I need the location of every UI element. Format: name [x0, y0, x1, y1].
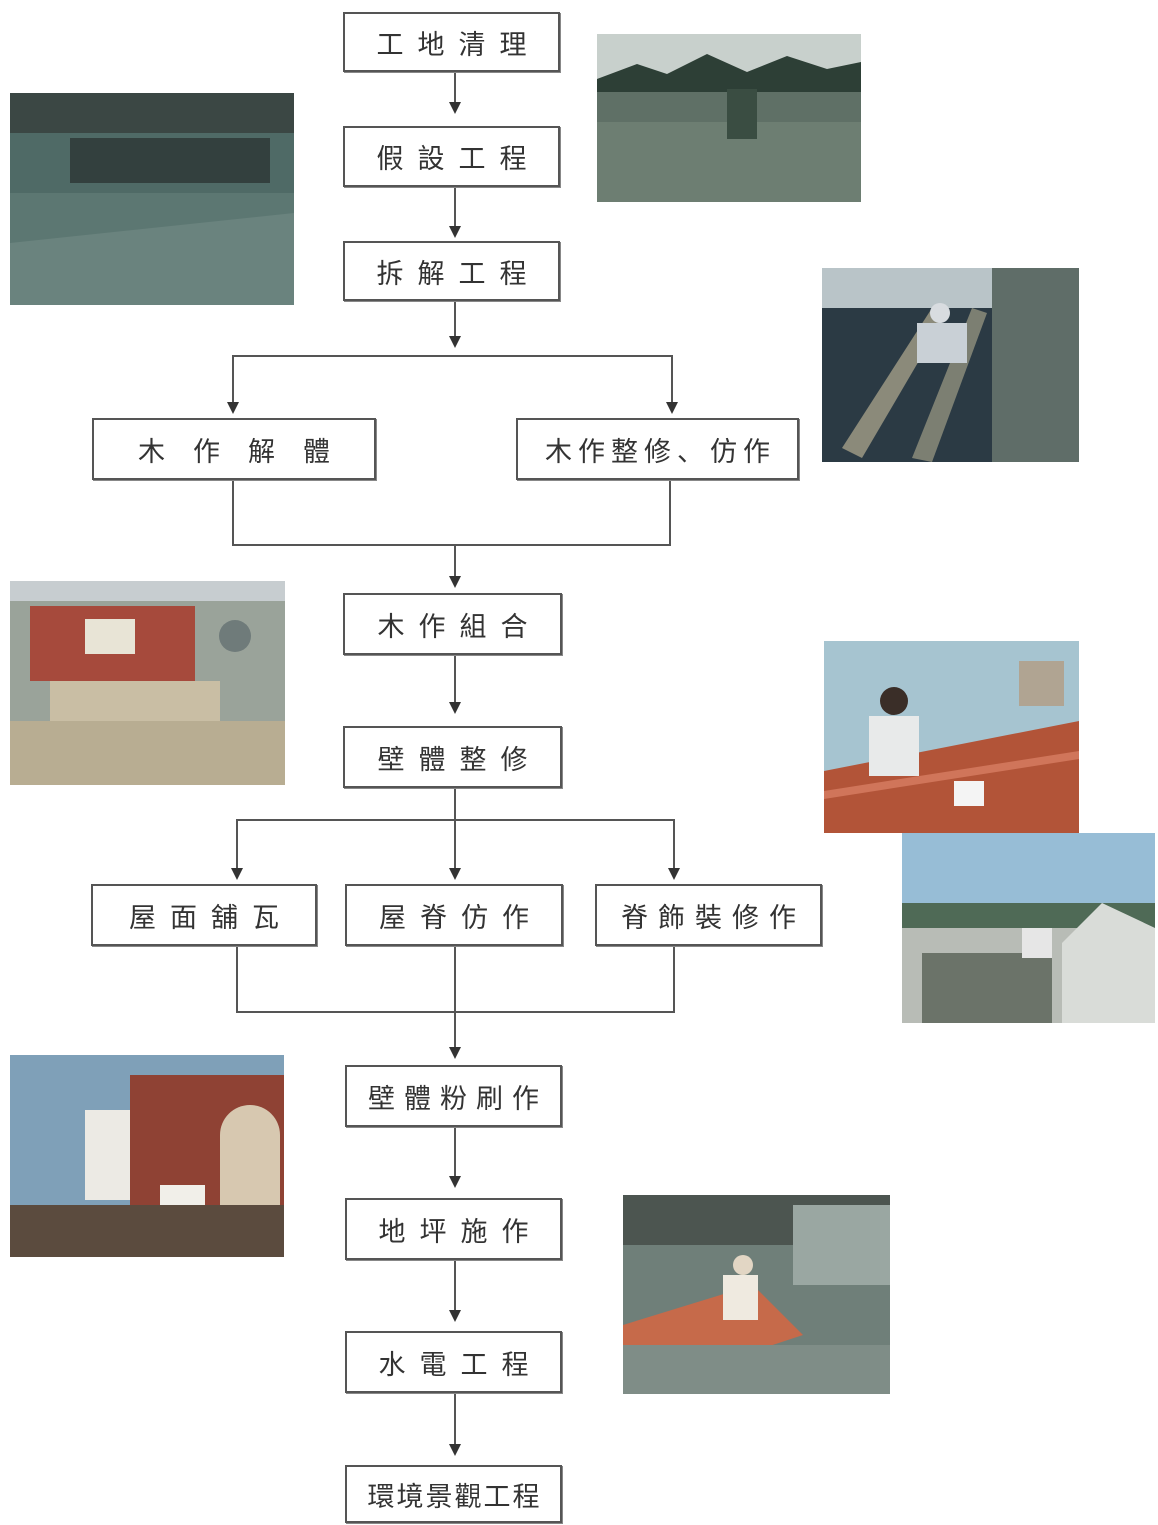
connector-split3-left	[231, 819, 455, 880]
step-wall-repair: 壁體整修	[343, 726, 562, 788]
step-dismantling: 拆解工程	[343, 241, 560, 301]
photo-site-clearing	[597, 34, 861, 202]
step-plumbing-electrical: 水電工程	[345, 1331, 562, 1393]
connector-split3-right	[455, 819, 680, 880]
step-wall-plastering: 壁體粉刷作	[345, 1065, 562, 1127]
photo-ridge-replica	[902, 833, 1155, 1023]
step-ridge-ornament: 脊飾裝修作	[595, 884, 822, 946]
step-floor-paving: 地坪施作	[345, 1198, 562, 1260]
photo-dismantling	[822, 268, 1079, 462]
connector-split-1	[227, 355, 455, 414]
photo-temporary-works	[10, 93, 294, 305]
step-temporary-works: 假設工程	[343, 126, 560, 187]
step-landscaping: 環境景觀工程	[345, 1465, 562, 1523]
connector-merge-1	[232, 480, 671, 546]
step-site-clearing: 工地清理	[343, 12, 560, 72]
step-timber-assembly: 木作組合	[343, 593, 562, 655]
step-timber-repair: 木作整修、仿作	[516, 418, 799, 480]
step-ridge-replica: 屋脊仿作	[345, 884, 563, 946]
photo-timber-assembly	[10, 581, 285, 785]
step-timber-disassembly: 木作解體	[92, 418, 376, 480]
photo-roof-tiling	[824, 641, 1079, 833]
photo-floor-paving	[623, 1195, 890, 1394]
photo-wall-plastering	[10, 1055, 284, 1257]
connector-split-2	[455, 355, 678, 414]
step-roof-tiling: 屋面舖瓦	[91, 884, 317, 946]
